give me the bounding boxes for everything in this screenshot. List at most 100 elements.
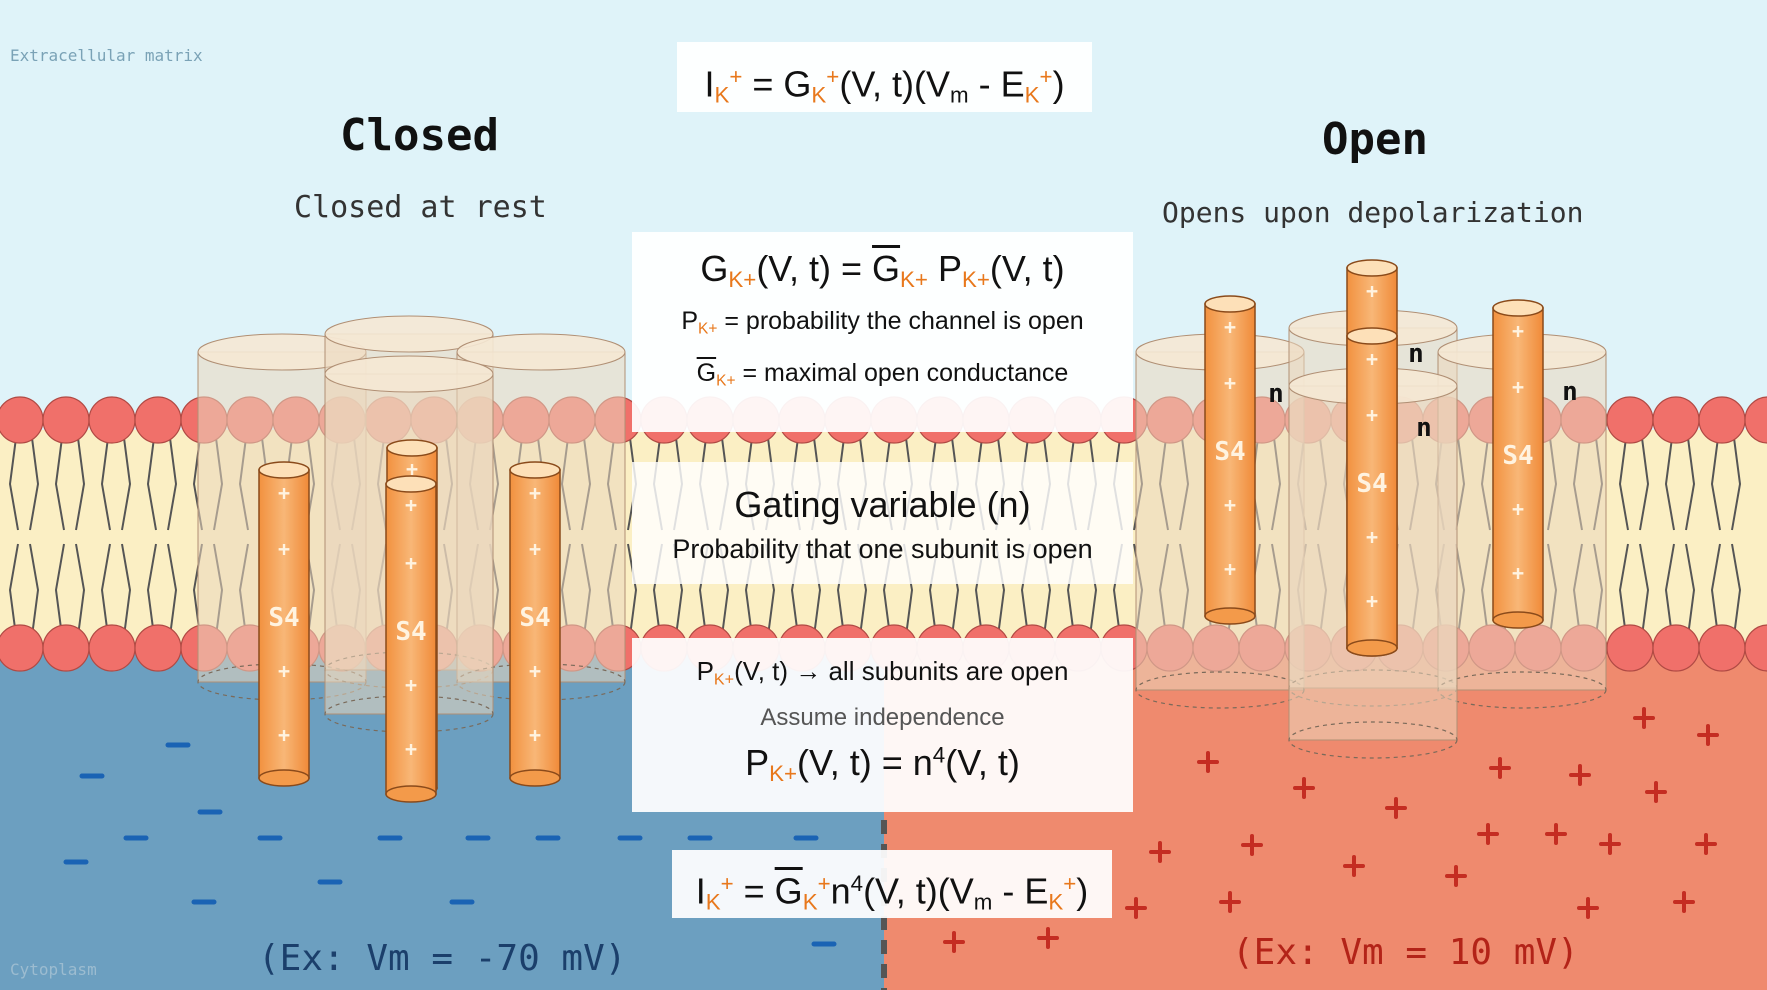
helix-body [1492, 307, 1544, 621]
helix-body [1204, 303, 1256, 617]
helix-base [385, 785, 437, 803]
n4-equation: PK+(V, t) = n4(V, t) [745, 741, 1020, 786]
conductance-box: GK+(V, t) = GK+ PK+(V, t) PK+ = probabil… [632, 232, 1133, 432]
lipid-head [1698, 396, 1746, 444]
max-conductance-definition: GK+ = maximal open conductance [696, 358, 1069, 389]
n-gate-label: n [1562, 377, 1578, 407]
lipid-head [42, 396, 90, 444]
extracellular-label: Extracellular matrix [10, 46, 203, 65]
helix-plus: + [1366, 525, 1378, 549]
eq-close-paren: ) [1052, 63, 1065, 105]
barrel-top [324, 355, 494, 393]
helix-plus: + [278, 723, 290, 747]
gating-subtitle: Probability that one subunit is open [672, 534, 1093, 564]
helix-plus: + [1224, 315, 1236, 339]
n-gate-label: n [1416, 413, 1432, 443]
lipid-head [1606, 396, 1654, 444]
s4-label: S4 [395, 617, 426, 647]
lipid-tail-upper [8, 437, 40, 531]
helix-plus: + [278, 537, 290, 561]
helix-top [258, 461, 310, 479]
lipid-tail-upper [1710, 437, 1742, 531]
lipid-head [134, 396, 182, 444]
lipid-head [1744, 624, 1767, 672]
n-gate-label: n [1268, 379, 1284, 409]
lipid-tail-lower [1710, 543, 1742, 637]
closed-title: Closed [340, 110, 499, 161]
ion-charges [63, 707, 1719, 953]
helix-plus: + [1366, 403, 1378, 427]
eq-ion-sub-3: K [1024, 82, 1040, 108]
eq-ion-sub: K [714, 82, 730, 108]
helix-plus: + [405, 551, 417, 575]
eq-current-symbol: I [704, 63, 715, 105]
probability-box: PK+(V, t) → all subunits are open Assume… [632, 638, 1133, 812]
independence-line: Assume independence [760, 703, 1005, 731]
lipid-tail-lower [100, 543, 132, 637]
lipid-tail-lower [8, 543, 40, 637]
helix-body [509, 469, 561, 779]
helix-top [1492, 299, 1544, 317]
gating-variable-box: Gating variable (n) Probability that one… [632, 462, 1133, 584]
helix-plus: + [529, 723, 541, 747]
s4-label: S4 [1502, 441, 1533, 471]
lipid-tail-lower [1664, 543, 1696, 637]
helix-base [509, 769, 561, 787]
full-current-equation-box: IK+ = GK+n4(V, t)(Vm - EK+) [672, 850, 1112, 918]
all-subunits-line: PK+(V, t) → all subunits are open [696, 656, 1069, 689]
lipid-tail-lower [54, 543, 86, 637]
lipid-head [1606, 624, 1654, 672]
helix-top [386, 439, 438, 457]
helix-plus: + [1224, 371, 1236, 395]
cytoplasm-label: Cytoplasm [10, 960, 97, 979]
lipid-tail-lower [146, 543, 178, 637]
right-example-label: (Ex: Vm = 10 mV) [1232, 932, 1579, 973]
helix-top [1204, 295, 1256, 313]
helix-plus: + [405, 493, 417, 517]
helix-plus: + [1224, 493, 1236, 517]
eq-ion-charge: + [729, 64, 743, 89]
open-helix: ++++S4 [1346, 327, 1398, 657]
barrel-top [456, 333, 626, 371]
helix-plus: + [529, 537, 541, 561]
open-title: Open [1322, 114, 1428, 165]
helix-plus: + [529, 659, 541, 683]
lipid-head [88, 624, 136, 672]
lipid-head [42, 624, 90, 672]
barrel-top [324, 315, 494, 353]
helix-base [1204, 607, 1256, 625]
helix-body [1346, 335, 1398, 649]
helix-plus: + [529, 481, 541, 505]
closed-helix: ++++S4 [258, 461, 310, 787]
lipid-head [1652, 396, 1700, 444]
probability-definition: PK+ = probability the channel is open [681, 307, 1084, 338]
s4-label: S4 [519, 603, 550, 633]
open-helix: ++++S4 [1492, 299, 1544, 629]
open-subtitle: Opens upon depolarization [1162, 196, 1584, 229]
helix-plus: + [1512, 375, 1524, 399]
helix-body [385, 483, 437, 795]
lipid-tail-upper [1664, 437, 1696, 531]
helix-base [258, 769, 310, 787]
eq-ion-charge-2: + [826, 64, 840, 89]
helix-plus: + [1366, 589, 1378, 613]
lipid-tail-upper [54, 437, 86, 531]
helix-plus: + [405, 737, 417, 761]
helix-top [385, 475, 437, 493]
conductance-equation: GK+(V, t) = GK+ PK+(V, t) [700, 248, 1065, 293]
left-example-label: (Ex: Vm = -70 mV) [258, 938, 627, 979]
lipid-head [0, 624, 44, 672]
closed-channel: ++++S4++++S4++++S4++++S4 [197, 315, 626, 803]
eq-args: (V, t)(V [839, 63, 951, 105]
s4-label: S4 [1356, 469, 1387, 499]
open-helix: ++++S4 [1204, 295, 1256, 625]
helix-plus: + [1366, 279, 1378, 303]
helix-top [1346, 327, 1398, 345]
closed-helix: ++++S4 [385, 475, 437, 803]
helix-top [509, 461, 561, 479]
lipid-tail-upper [100, 437, 132, 531]
eq-ion-charge-3: + [1039, 64, 1053, 89]
lipid-tail-upper [146, 437, 178, 531]
gating-title: Gating variable (n) [734, 484, 1031, 525]
lipid-tail-upper [1618, 437, 1650, 531]
